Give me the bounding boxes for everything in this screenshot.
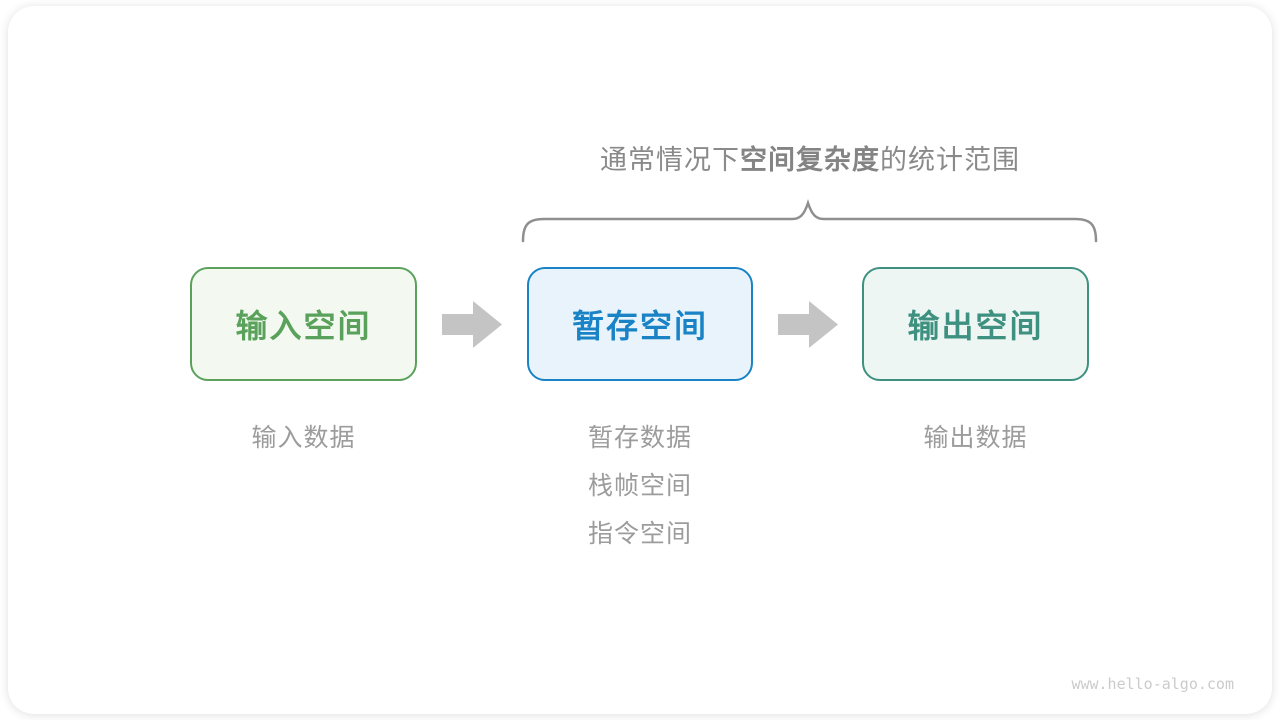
input-space-box: 输入空间 <box>190 267 417 381</box>
diagram-title: 通常情况下空间复杂度的统计范围 <box>510 145 1110 177</box>
note-line: 栈帧空间 <box>587 471 692 500</box>
note-line: 输出数据 <box>923 423 1028 452</box>
title-prefix: 通常情况下 <box>600 145 740 176</box>
input-space-notes: 输入数据 <box>190 414 417 462</box>
title-bold-term: 空间复杂度 <box>740 145 880 176</box>
scope-brace-icon <box>521 199 1098 243</box>
note-line: 指令空间 <box>587 519 692 548</box>
note-line: 输入数据 <box>251 423 356 452</box>
temporary-space-notes: 暂存数据 栈帧空间 指令空间 <box>527 414 753 558</box>
temporary-space-box: 暂存空间 <box>527 267 753 381</box>
input-space-label: 输入空间 <box>235 307 372 345</box>
output-space-label: 输出空间 <box>907 307 1044 345</box>
temporary-space-label: 暂存空间 <box>571 307 708 345</box>
watermark: www.hello-algo.com <box>1071 675 1234 693</box>
arrow-right-icon <box>442 301 502 348</box>
note-line: 暂存数据 <box>587 423 692 452</box>
title-suffix: 的统计范围 <box>880 145 1020 176</box>
output-space-box: 输出空间 <box>862 267 1089 381</box>
arrow-right-icon <box>778 301 838 348</box>
output-space-notes: 输出数据 <box>862 414 1089 462</box>
